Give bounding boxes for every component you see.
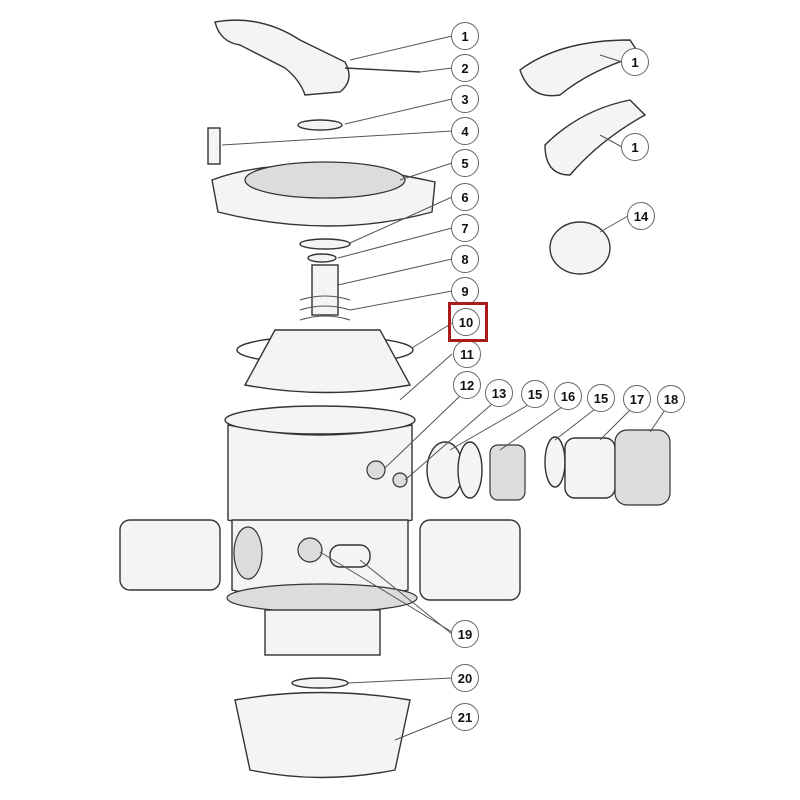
part-port-left: [233, 526, 263, 580]
part-handle: [214, 19, 350, 96]
part-clip: [207, 127, 221, 165]
callout-15: 15: [521, 380, 549, 408]
callout-14: 14: [627, 202, 655, 230]
highlight-box: [448, 302, 488, 342]
callout-10: 10: [452, 308, 480, 336]
part-shaft: [311, 264, 339, 316]
part-union-left: [119, 519, 221, 591]
part-threaded-16: [489, 444, 526, 501]
callout-9: 9: [451, 277, 479, 305]
part-oring-20: [291, 677, 349, 689]
part-washer: [297, 119, 343, 131]
part-oring-6: [299, 238, 351, 250]
callout-12: 12: [453, 371, 481, 399]
part-valve-base: [264, 609, 381, 656]
part-union-right: [419, 519, 521, 601]
callout-7: 7: [451, 214, 479, 242]
callout-13: 13: [485, 379, 513, 407]
callout-1: 1: [451, 22, 479, 50]
part-strainer: [234, 691, 411, 779]
part-valve-body: [227, 424, 413, 534]
callout-2: 2: [451, 54, 479, 82]
part-cap: [549, 221, 611, 275]
part-tailpiece-17: [564, 437, 616, 499]
part-spring: [299, 295, 351, 321]
part-handle-alt-2: [544, 99, 647, 176]
part-handle-alt-1: [519, 39, 642, 97]
part-pin: [344, 67, 421, 73]
part-union-nut: [614, 429, 671, 506]
callout-18: 18: [657, 385, 685, 413]
callout-5: 5: [451, 149, 479, 177]
part-port-12: [366, 460, 386, 480]
part-fitting-19b: [329, 544, 371, 568]
callout-11: 11: [453, 340, 481, 368]
callout-20: 20: [451, 664, 479, 692]
callout-8: 8: [451, 245, 479, 273]
callout-21: 21: [451, 703, 479, 731]
part-fitting-19a: [297, 537, 323, 563]
callout-16: 16: [554, 382, 582, 410]
callout-17: 17: [623, 385, 651, 413]
part-body-rim: [224, 405, 416, 435]
part-oring-15b: [544, 436, 566, 488]
callout-6: 6: [451, 183, 479, 211]
callout-4: 4: [451, 117, 479, 145]
callout-1: 1: [621, 48, 649, 76]
part-port-13: [392, 472, 408, 488]
part-cover-top: [244, 161, 406, 199]
callout-1: 1: [621, 133, 649, 161]
part-oring-15: [457, 441, 483, 499]
callout-19: 19: [451, 620, 479, 648]
part-rotor: [243, 329, 412, 394]
callout-3: 3: [451, 85, 479, 113]
callout-15: 15: [587, 384, 615, 412]
leader-lines: [221, 35, 666, 741]
part-oring-7: [307, 253, 337, 263]
part-valve-flange: [226, 583, 418, 613]
